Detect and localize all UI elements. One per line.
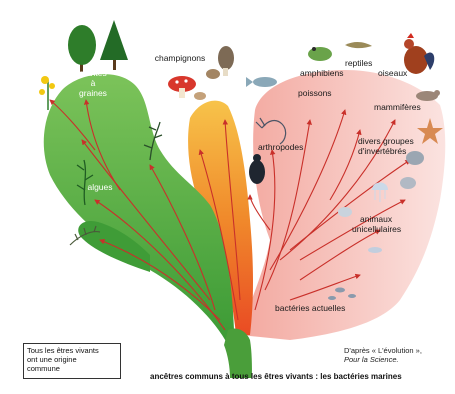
label-divers-groupes-line2: d'invertébrés	[358, 146, 406, 156]
morel-icon	[218, 46, 234, 76]
label-bacteries-actuelles: bactéries actuelles	[275, 303, 345, 313]
label-mammiferes: mammifères	[374, 102, 421, 112]
label-reptiles: reptiles	[345, 58, 372, 68]
label-oiseaux: oiseaux	[378, 68, 408, 78]
frog-icon	[308, 47, 332, 61]
label-plantes-line2: à	[91, 78, 96, 88]
lizard-icon	[345, 42, 372, 48]
label-arthropodes: arthropodes	[258, 142, 303, 152]
note-line-3: commune	[27, 364, 117, 373]
mushroom-icon	[168, 76, 196, 98]
label-animaux-line1: animaux	[360, 214, 393, 224]
diagram-caption: ancêtres communs à tous les êtres vivant…	[150, 372, 402, 381]
label-poissons: poissons	[298, 88, 332, 98]
trunk	[224, 328, 252, 378]
source-credit: D'après « L'évolution », Pour la Science…	[344, 346, 422, 364]
label-champignons: champignons	[155, 53, 206, 63]
source-line-2: Pour la Science.	[344, 355, 422, 364]
label-animaux-line2: unicellulaires	[352, 224, 401, 234]
source-line-1: D'après « L'évolution »,	[344, 346, 422, 355]
label-divers-groupes-line1: divers groupes	[358, 136, 414, 146]
fish-icon	[246, 77, 277, 87]
label-plantes-line3: graines	[79, 88, 107, 98]
tree-icon	[68, 25, 96, 72]
common-origin-note: Tous les êtres vivants ont une origine c…	[23, 343, 121, 379]
label-amphibiens: amphibiens	[300, 68, 343, 78]
note-line-1: Tous les êtres vivants	[27, 346, 117, 355]
rooster-icon	[404, 33, 434, 74]
conifer-icon	[100, 20, 128, 70]
label-algues: algues	[87, 182, 112, 192]
shell-icon	[406, 151, 424, 165]
label-plantes-line1: plantes	[79, 68, 106, 78]
fungus-cluster-icon	[194, 69, 220, 100]
shellfish-icon	[400, 177, 416, 189]
note-line-2: ont une origine	[27, 355, 117, 364]
